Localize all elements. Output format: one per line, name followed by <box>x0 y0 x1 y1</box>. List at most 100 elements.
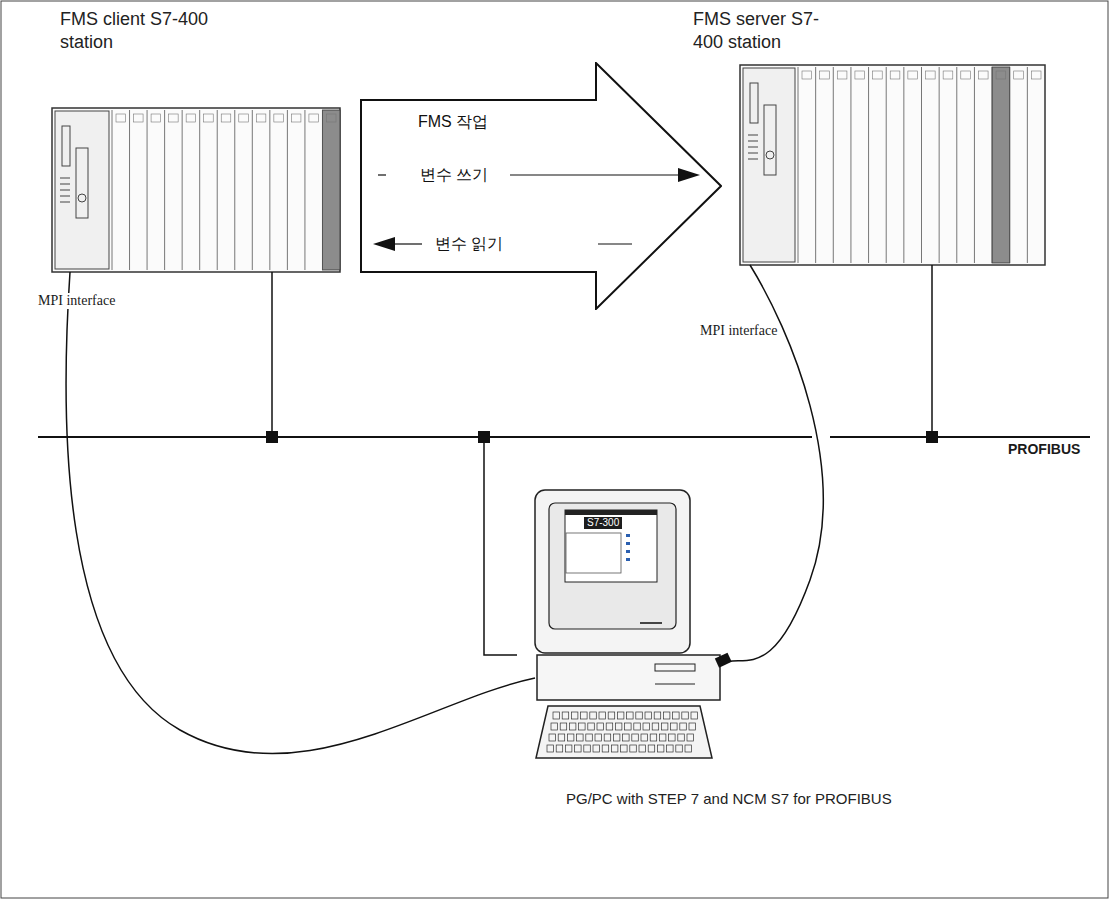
slot-detail <box>855 71 865 79</box>
key <box>567 734 574 741</box>
key <box>588 723 595 730</box>
key <box>586 734 593 741</box>
key <box>565 745 572 752</box>
slot-detail <box>908 71 918 79</box>
key <box>627 712 634 719</box>
key <box>685 745 692 752</box>
cpu-module <box>743 68 795 262</box>
disk-drive <box>655 664 695 671</box>
bus-connector <box>478 431 490 443</box>
slot-line <box>234 110 235 270</box>
bus-connector <box>266 431 278 443</box>
module-detail <box>78 194 86 202</box>
slot-line <box>322 110 323 270</box>
slot-line <box>287 110 288 270</box>
key <box>669 734 676 741</box>
key <box>608 712 615 719</box>
pc-base <box>537 655 720 700</box>
profibus-line <box>38 436 812 438</box>
cp-module <box>992 67 1010 263</box>
slot-detail <box>274 114 284 122</box>
arrow-shape <box>360 62 722 310</box>
key <box>661 723 668 730</box>
key <box>613 734 620 741</box>
key <box>577 734 584 741</box>
screen-window <box>565 510 657 582</box>
operation-text: 변수 쓰기 <box>420 165 488 186</box>
slot-detail <box>802 71 812 79</box>
key <box>687 734 694 741</box>
module-detail <box>748 135 758 136</box>
module-detail <box>60 196 70 197</box>
slot-detail <box>820 71 830 79</box>
pc-caption: PG/PC with STEP 7 and NCM S7 for PROFIBU… <box>566 790 892 807</box>
keyboard <box>536 706 712 758</box>
slot-detail <box>943 71 953 79</box>
module-detail <box>748 153 758 154</box>
slot-line <box>921 67 922 263</box>
key <box>630 745 637 752</box>
window-pane <box>566 533 621 573</box>
keyboard-keys <box>547 712 698 752</box>
mpi-cable <box>66 272 535 754</box>
key <box>639 745 646 752</box>
slot-line <box>868 67 869 263</box>
slot-detail <box>204 114 214 122</box>
slot-detail <box>309 114 319 122</box>
bus-label: PROFIBUS <box>1006 441 1082 457</box>
key <box>562 712 569 719</box>
slot-detail <box>186 114 196 122</box>
slot-line <box>1027 67 1028 263</box>
operation-text: 변수 읽기 <box>435 234 503 255</box>
pg-pc: PG/PC with STEP 7 and NCM S7 for PROFIBU… <box>530 488 725 763</box>
key <box>547 745 554 752</box>
slot-detail <box>239 114 249 122</box>
key <box>636 712 643 719</box>
slot-detail <box>1031 71 1041 79</box>
disk-drive <box>655 684 695 685</box>
key <box>593 745 600 752</box>
key <box>673 712 680 719</box>
profibus-line <box>830 436 1090 438</box>
slot-line <box>850 67 851 263</box>
slot-line <box>974 67 975 263</box>
slot-line <box>886 67 887 263</box>
slot-detail <box>256 114 266 122</box>
slot-detail <box>837 71 847 79</box>
key <box>625 723 632 730</box>
window-icon <box>626 558 630 561</box>
slot-line <box>182 110 183 270</box>
module-detail <box>766 151 774 159</box>
key <box>671 723 678 730</box>
key <box>689 723 696 730</box>
dash <box>598 243 632 244</box>
key <box>682 712 689 719</box>
interface-label: MPI interface <box>698 323 779 339</box>
slot-detail <box>151 114 161 122</box>
key <box>599 712 606 719</box>
rack-outline <box>740 65 1045 265</box>
key <box>676 745 683 752</box>
dash <box>378 174 386 175</box>
module-detail <box>60 202 70 203</box>
cpu-module <box>55 111 109 269</box>
slot-detail <box>169 114 179 122</box>
key <box>657 745 664 752</box>
plc-station: FMS server S7-400 station <box>740 65 1045 265</box>
slot-detail <box>926 71 936 79</box>
window-icon <box>626 550 630 553</box>
module-detail <box>748 159 758 160</box>
key <box>581 712 588 719</box>
module-detail <box>764 105 776 175</box>
arrow-outline <box>361 63 721 309</box>
slot-detail <box>873 71 883 79</box>
read-arrow <box>393 243 422 244</box>
key <box>597 723 604 730</box>
key <box>606 723 613 730</box>
key <box>667 745 674 752</box>
slot-detail <box>978 71 988 79</box>
window-titlebar <box>565 510 657 515</box>
interface-label: MPI interface <box>36 293 117 309</box>
key <box>643 723 650 730</box>
arrowhead <box>373 237 395 251</box>
